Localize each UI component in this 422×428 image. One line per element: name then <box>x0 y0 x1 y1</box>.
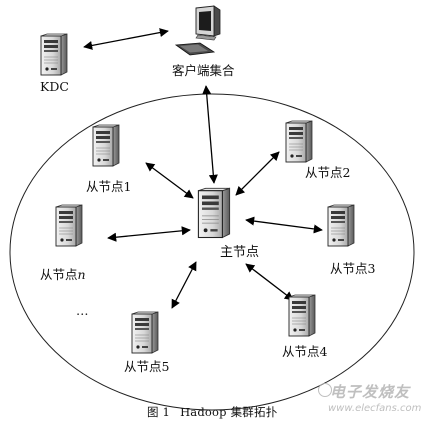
master-server-icon <box>197 187 231 239</box>
slave4-server-icon <box>288 294 316 337</box>
ellipsis-label: … <box>76 303 89 318</box>
master-label: 主节点 <box>220 245 260 260</box>
cluster-boundary <box>9 93 415 411</box>
watermark: 电子发烧友 www.elecfans.com <box>318 381 422 421</box>
slave3-label: 从节点3 <box>330 261 376 276</box>
arrow-master-slaven <box>107 226 191 242</box>
connections <box>83 28 323 309</box>
slave2-server-icon <box>285 120 313 163</box>
watermark-text: 电子发烧友 <box>330 383 411 401</box>
slave2-label: 从节点2 <box>305 165 351 180</box>
client-computer-icon <box>174 5 221 56</box>
watermark-logo-icon <box>318 383 332 397</box>
slave1-server-icon <box>92 124 120 167</box>
slave5-server-icon <box>131 311 159 354</box>
client-label: 客户端集合 <box>172 63 235 78</box>
figure-title: Hadoop 集群拓扑 <box>180 405 278 419</box>
slave5-label: 从节点5 <box>124 359 170 374</box>
slave1-label: 从节点1 <box>86 179 132 194</box>
arrow-client-master <box>202 85 218 184</box>
slaven-label: 从节点n <box>40 268 86 282</box>
arrow-master-slave4 <box>245 263 294 301</box>
arrow-kdc-client <box>83 28 169 50</box>
kdc-label: KDC <box>40 79 69 94</box>
arrow-master-slave2 <box>235 151 280 196</box>
figure-caption: 图 1 Hadoop 集群拓扑 <box>147 404 277 420</box>
kdc-server-icon <box>40 33 68 76</box>
slave4-label: 从节点4 <box>282 344 328 359</box>
slaven-server-icon <box>55 204 83 247</box>
arrow-master-slave5 <box>171 261 197 309</box>
figure-number: 图 1 <box>147 405 171 419</box>
watermark-url: www.elecfans.com <box>328 403 422 414</box>
arrow-master-slave1 <box>145 162 194 199</box>
slaven-label-text: 从节点 <box>40 267 78 282</box>
slaven-label-suffix: n <box>77 267 86 282</box>
slave3-server-icon <box>327 204 355 247</box>
arrow-master-slave3 <box>245 216 323 234</box>
